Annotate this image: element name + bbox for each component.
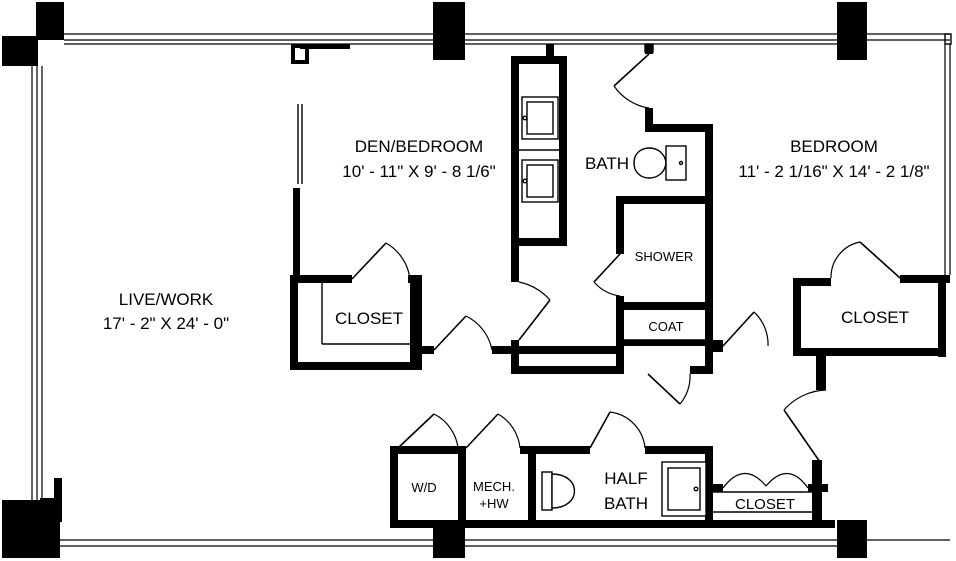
column-top-right	[837, 2, 867, 60]
room-name-mech-line2: +HW	[479, 496, 509, 511]
room-name-coat: COAT	[648, 319, 683, 334]
column-top-middle	[433, 2, 465, 60]
half-bath-toilet	[541, 471, 576, 511]
room-name-bedroom: BEDROOM	[790, 137, 878, 156]
room-name-mech-line1: MECH.	[473, 479, 515, 494]
fixtures	[519, 96, 707, 517]
room-dims-live-work: 17' - 2" X 24' - 0"	[103, 314, 229, 333]
column-top-left	[2, 36, 38, 66]
room-name-half-bath-line1: HALF	[604, 469, 647, 488]
column-bottom-left	[2, 500, 60, 558]
half-bath-sink	[661, 461, 707, 517]
room-name-wd: W/D	[411, 480, 436, 495]
vanity-sink-2	[521, 159, 559, 203]
room-dims-den-bedroom: 10' - 11" X 9' - 8 1/6"	[342, 162, 495, 181]
bath-toilet	[633, 145, 687, 181]
vanity-sink-1	[521, 96, 559, 140]
room-name-closet-den: CLOSET	[335, 309, 403, 328]
structural-columns	[2, 2, 867, 558]
room-name-live-work: LIVE/WORK	[119, 290, 214, 309]
room-dims-bedroom: 11' - 2 1/16" X 14' - 2 1/8"	[738, 162, 929, 181]
doors	[351, 43, 901, 489]
room-name-den-bedroom: DEN/BEDROOM	[355, 137, 483, 156]
room-labels: LIVE/WORK 17' - 2" X 24' - 0" DEN/BEDROO…	[103, 137, 930, 513]
exterior-windows	[31, 33, 952, 547]
interior-walls	[40, 44, 950, 528]
column-top-left-upper	[36, 2, 64, 40]
room-name-half-bath-line2: BATH	[604, 494, 648, 513]
column-bottom-right	[837, 520, 867, 558]
room-name-closet-bedroom: CLOSET	[841, 308, 909, 327]
room-name-closet-hall: CLOSET	[735, 496, 795, 513]
room-name-shower: SHOWER	[635, 249, 694, 264]
room-name-bath: BATH	[585, 154, 629, 173]
